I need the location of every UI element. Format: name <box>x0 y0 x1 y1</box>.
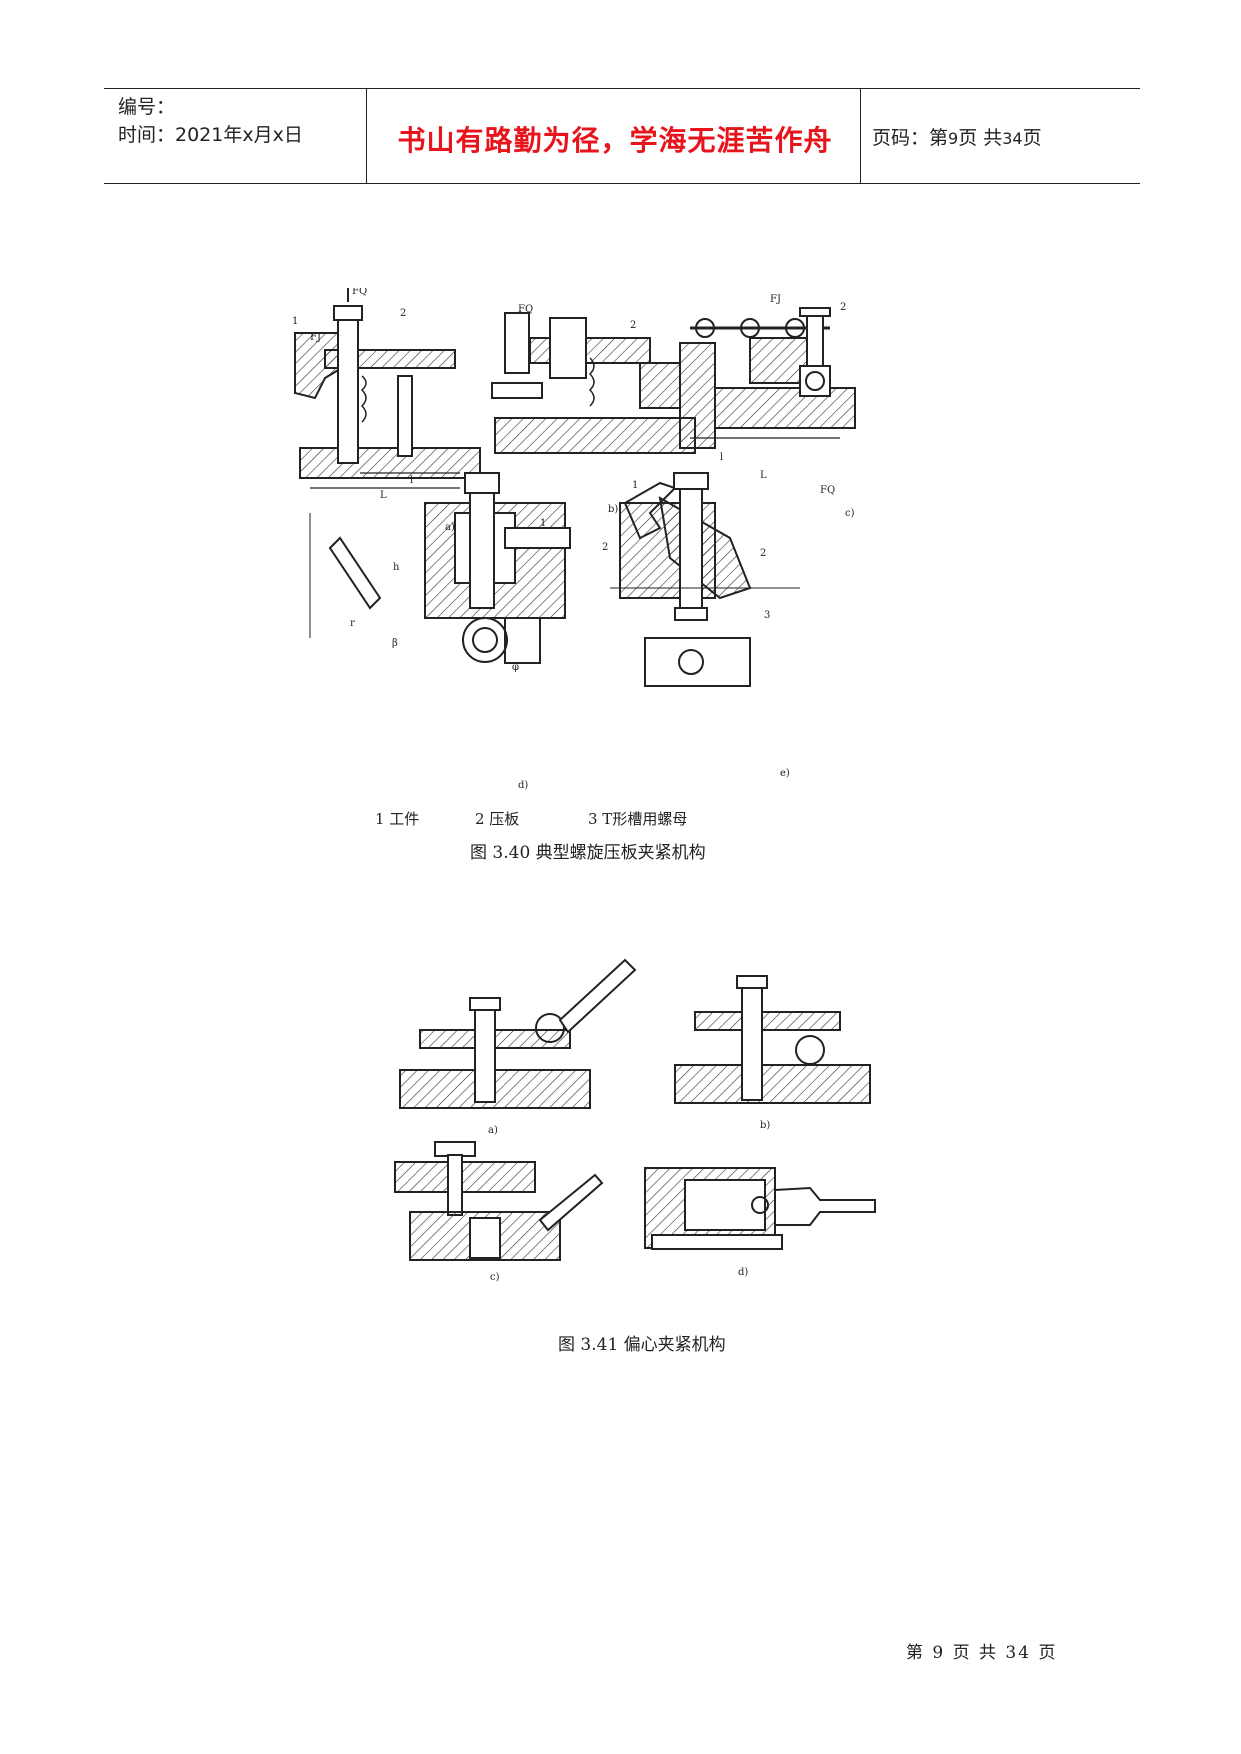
label-1-e: 1 <box>632 480 638 491</box>
figure-3-40-caption: 图 3.40 典型螺旋压板夹紧机构 <box>470 843 706 863</box>
label-h-d: h <box>393 562 400 573</box>
legend-item-2: 2 压板 <box>475 810 520 828</box>
label-1-d: 1 <box>540 518 546 529</box>
sub-label-a-341: a) <box>488 1125 498 1136</box>
label-fq-a: FQ <box>352 288 367 297</box>
figure-3-40-drawing: FQ FJ 2 1 L l FQ 2 FQ FJ 2 l L 2 1 h r β… <box>280 283 960 798</box>
figure-3-41-drawing: a) b) c) d) <box>390 950 890 1290</box>
document-time-label: 时间：2021年x月x日 <box>118 124 303 146</box>
sub-label-a: a) <box>445 522 455 533</box>
label-1-a: 1 <box>292 316 298 327</box>
figure-3-41-caption: 图 3.41 偏心夹紧机构 <box>558 1335 726 1355</box>
page-footer: 第 9 页 共 34 页 <box>906 1643 1058 1663</box>
sub-label-c-341: c) <box>490 1272 500 1283</box>
header-divider <box>366 89 367 183</box>
label-phi-d: φ <box>512 662 519 673</box>
figure-3-40-svg: FQ FJ 2 1 L l FQ 2 FQ FJ 2 l L 2 1 h r β… <box>292 283 856 791</box>
label-2-a: 2 <box>400 308 406 319</box>
document-number-label: 编号： <box>118 96 176 118</box>
label-r-d: r <box>350 618 355 629</box>
label-3-e: 3 <box>764 610 770 621</box>
page-mid-label: 页 共 <box>958 127 1003 149</box>
page-total: 34 <box>1002 129 1023 148</box>
label-l-a: l <box>410 475 413 486</box>
legend-item-1: 1 工件 <box>375 810 420 828</box>
page-number: 9 <box>948 129 959 148</box>
document-header: 编号： 时间：2021年x月x日 书山有路勤为径，学海无涯苦作舟 页码：第9页 … <box>104 88 1140 184</box>
label-fj-a: FJ <box>310 332 321 343</box>
label-beta-d: β <box>392 638 398 649</box>
sub-label-e: e) <box>780 768 790 779</box>
page-end-label: 页 <box>1022 127 1042 149</box>
label-2-e: 2 <box>760 548 766 559</box>
figure-3-41-svg: a) b) c) d) <box>394 958 876 1283</box>
label-fq-c: FQ <box>820 485 835 496</box>
legend-item-3: 3 T形槽用螺母 <box>588 810 688 828</box>
label-l-c: l <box>720 452 723 463</box>
header-page-info: 页码：第9页 共34页 <box>872 123 1042 150</box>
sub-label-b-341: b) <box>760 1120 770 1131</box>
sub-label-b: b) <box>608 504 618 515</box>
label-bigL-c: L <box>760 470 767 481</box>
sub-label-c: c) <box>845 508 855 519</box>
label-fj-c: FJ <box>770 294 781 305</box>
label-2-c: 2 <box>840 302 846 313</box>
header-divider <box>860 89 861 183</box>
sub-label-d-341: d) <box>738 1267 748 1278</box>
label-2-d: 2 <box>602 542 608 553</box>
sub-label-d: d) <box>518 780 528 791</box>
header-left-cell: 编号： 时间：2021年x月x日 <box>118 93 303 149</box>
label-bigL-a: L <box>380 490 387 501</box>
label-2-b: 2 <box>630 320 636 331</box>
label-fq-b: FQ <box>518 304 533 315</box>
page-label: 页码：第 <box>872 127 949 149</box>
header-motto: 书山有路勤为径，学海无涯苦作舟 <box>397 124 833 157</box>
